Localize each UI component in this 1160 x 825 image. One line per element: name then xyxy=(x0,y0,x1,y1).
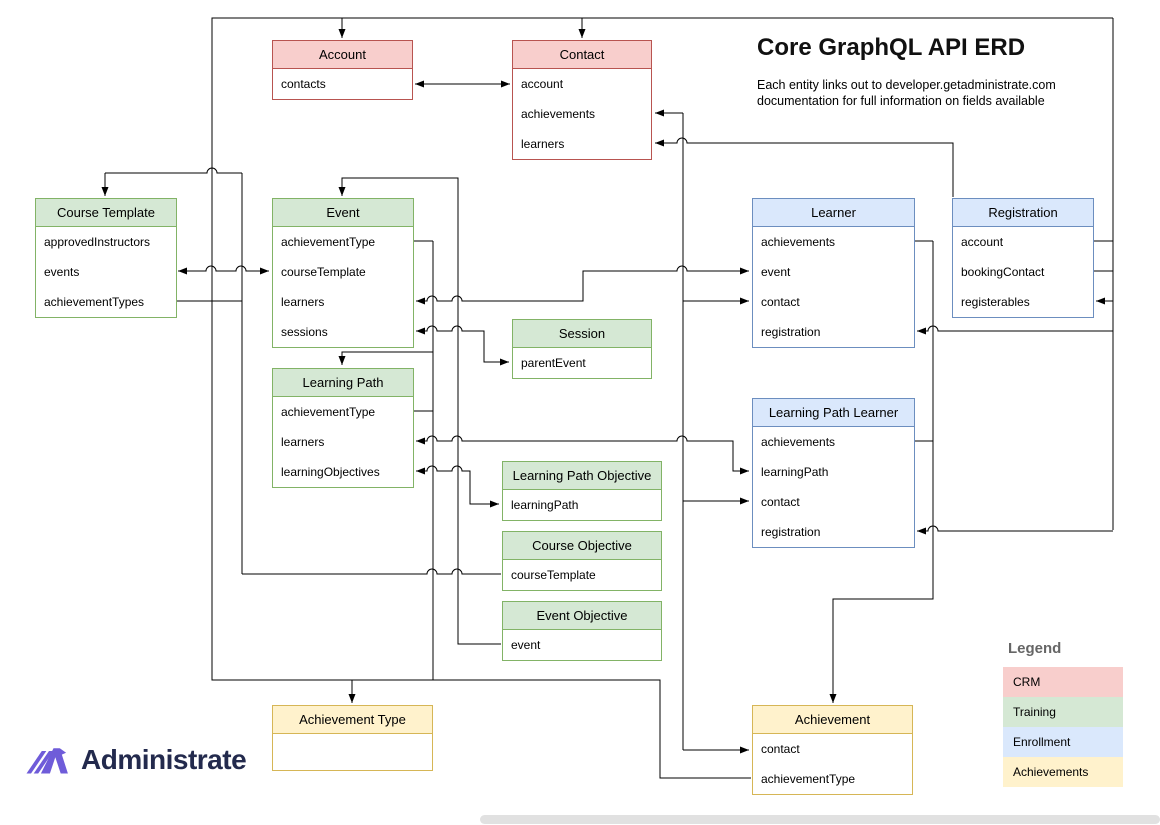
title-block: Core GraphQL API ERD Each entity links o… xyxy=(757,34,1117,109)
administrate-logo: Administrate xyxy=(26,742,247,778)
field-event-courseTemplate: courseTemplate xyxy=(281,265,366,279)
entity-contact[interactable]: Contact account achievements learners xyxy=(512,40,652,160)
legend: Legend CRM Training Enrollment Achieveme… xyxy=(1003,640,1123,787)
field-learning-path-learner-contact: contact xyxy=(761,495,800,509)
entity-course-template-title: Course Template xyxy=(36,199,176,227)
field-registration-registerables: registerables xyxy=(961,295,1030,309)
field-course-template-achievementTypes: achievementTypes xyxy=(44,295,145,309)
field-event-achievementType: achievementType xyxy=(281,235,376,249)
entity-learner-title: Learner xyxy=(753,199,914,227)
entity-course-template[interactable]: Course Template approvedInstructors events… xyxy=(35,198,177,318)
diagram-subtitle: Each entity links out to developer.getad… xyxy=(757,78,1056,108)
field-session-parentEvent: parentEvent xyxy=(521,356,586,370)
field-learning-path-learners: learners xyxy=(281,435,325,449)
entity-event[interactable]: Event achievementType courseTemplate learne… xyxy=(272,198,414,348)
entity-course-objective[interactable]: Course Objective courseTemplate xyxy=(502,531,662,591)
field-learning-path-learner-achievements: achievements xyxy=(761,435,836,449)
legend-item-achievements: Achievements xyxy=(1003,757,1123,787)
field-learning-path-achievementType: achievementType xyxy=(281,405,376,419)
legend-title: Legend xyxy=(1008,640,1062,657)
entity-learning-path-objective-title: Learning Path Objective xyxy=(503,462,661,490)
entity-learning-path-learner-title: Learning Path Learner xyxy=(753,399,914,427)
entity-learning-path-learner[interactable]: Learning Path Learner achievements learnin… xyxy=(752,398,915,548)
entity-event-title: Event xyxy=(273,199,413,227)
diagram-title: Core GraphQL API ERD xyxy=(757,34,1026,61)
field-event-learners: learners xyxy=(281,295,325,309)
legend-item-training: Training xyxy=(1003,697,1123,727)
entity-achievement-type-title: Achievement Type xyxy=(273,706,432,734)
field-course-template-approvedInstructors: approvedInstructors xyxy=(44,235,151,249)
horizontal-scrollbar[interactable] xyxy=(480,815,1160,824)
entity-event-objective-title: Event Objective xyxy=(503,602,661,630)
administrate-logo-text: Administrate xyxy=(81,744,247,775)
field-learning-path-learner-registration: registration xyxy=(761,525,821,539)
entity-account-title: Account xyxy=(273,41,412,69)
entity-account[interactable]: Account contacts xyxy=(272,40,413,100)
entity-achievement[interactable]: Achievement contact achievementType xyxy=(752,705,913,795)
field-registration-account: account xyxy=(961,235,1004,249)
legend-item-crm: CRM xyxy=(1003,667,1123,697)
entity-achievement-title: Achievement xyxy=(753,706,912,734)
field-contact-achievements: achievements xyxy=(521,107,596,121)
entity-registration-title: Registration xyxy=(953,199,1093,227)
field-event-sessions: sessions xyxy=(281,325,328,339)
entity-event-objective[interactable]: Event Objective event xyxy=(502,601,662,661)
field-achievement-type-empty xyxy=(273,734,432,770)
field-learning-path-learner-learningPath: learningPath xyxy=(761,465,829,479)
field-contact-learners: learners xyxy=(521,137,565,151)
legend-item-enrollment: Enrollment xyxy=(1003,727,1123,757)
field-registration-bookingContact: bookingContact xyxy=(961,265,1045,279)
entity-learning-path-title: Learning Path xyxy=(273,369,413,397)
field-contact-account: account xyxy=(521,77,564,91)
field-achievement-contact: contact xyxy=(761,742,800,756)
field-course-template-events: events xyxy=(44,265,80,279)
entity-achievement-type[interactable]: Achievement Type xyxy=(272,705,433,771)
field-learning-path-learningObjectives: learningObjectives xyxy=(281,465,380,479)
field-learner-contact: contact xyxy=(761,295,800,309)
administrate-logo-icon xyxy=(26,748,68,774)
field-learner-achievements: achievements xyxy=(761,235,836,249)
field-event-objective-event: event xyxy=(511,638,541,652)
entity-registration[interactable]: Registration account bookingContact registe… xyxy=(952,198,1094,318)
entity-session-title: Session xyxy=(513,320,651,348)
entity-session[interactable]: Session parentEvent xyxy=(512,319,652,379)
entity-learning-path-objective[interactable]: Learning Path Objective learningPath xyxy=(502,461,662,521)
entity-learning-path[interactable]: Learning Path achievementType learners lear… xyxy=(272,368,414,488)
field-account-contacts: contacts xyxy=(281,77,326,91)
field-achievement-achievementType: achievementType xyxy=(761,772,856,786)
entity-course-objective-title: Course Objective xyxy=(503,532,661,560)
field-learner-registration: registration xyxy=(761,325,821,339)
entity-learner[interactable]: Learner achievements event contact registrat… xyxy=(752,198,915,348)
entity-contact-title: Contact xyxy=(513,41,651,69)
field-course-objective-courseTemplate: courseTemplate xyxy=(511,568,596,582)
field-learning-path-objective-learningPath: learningPath xyxy=(511,498,579,512)
field-learner-event: event xyxy=(761,265,791,279)
